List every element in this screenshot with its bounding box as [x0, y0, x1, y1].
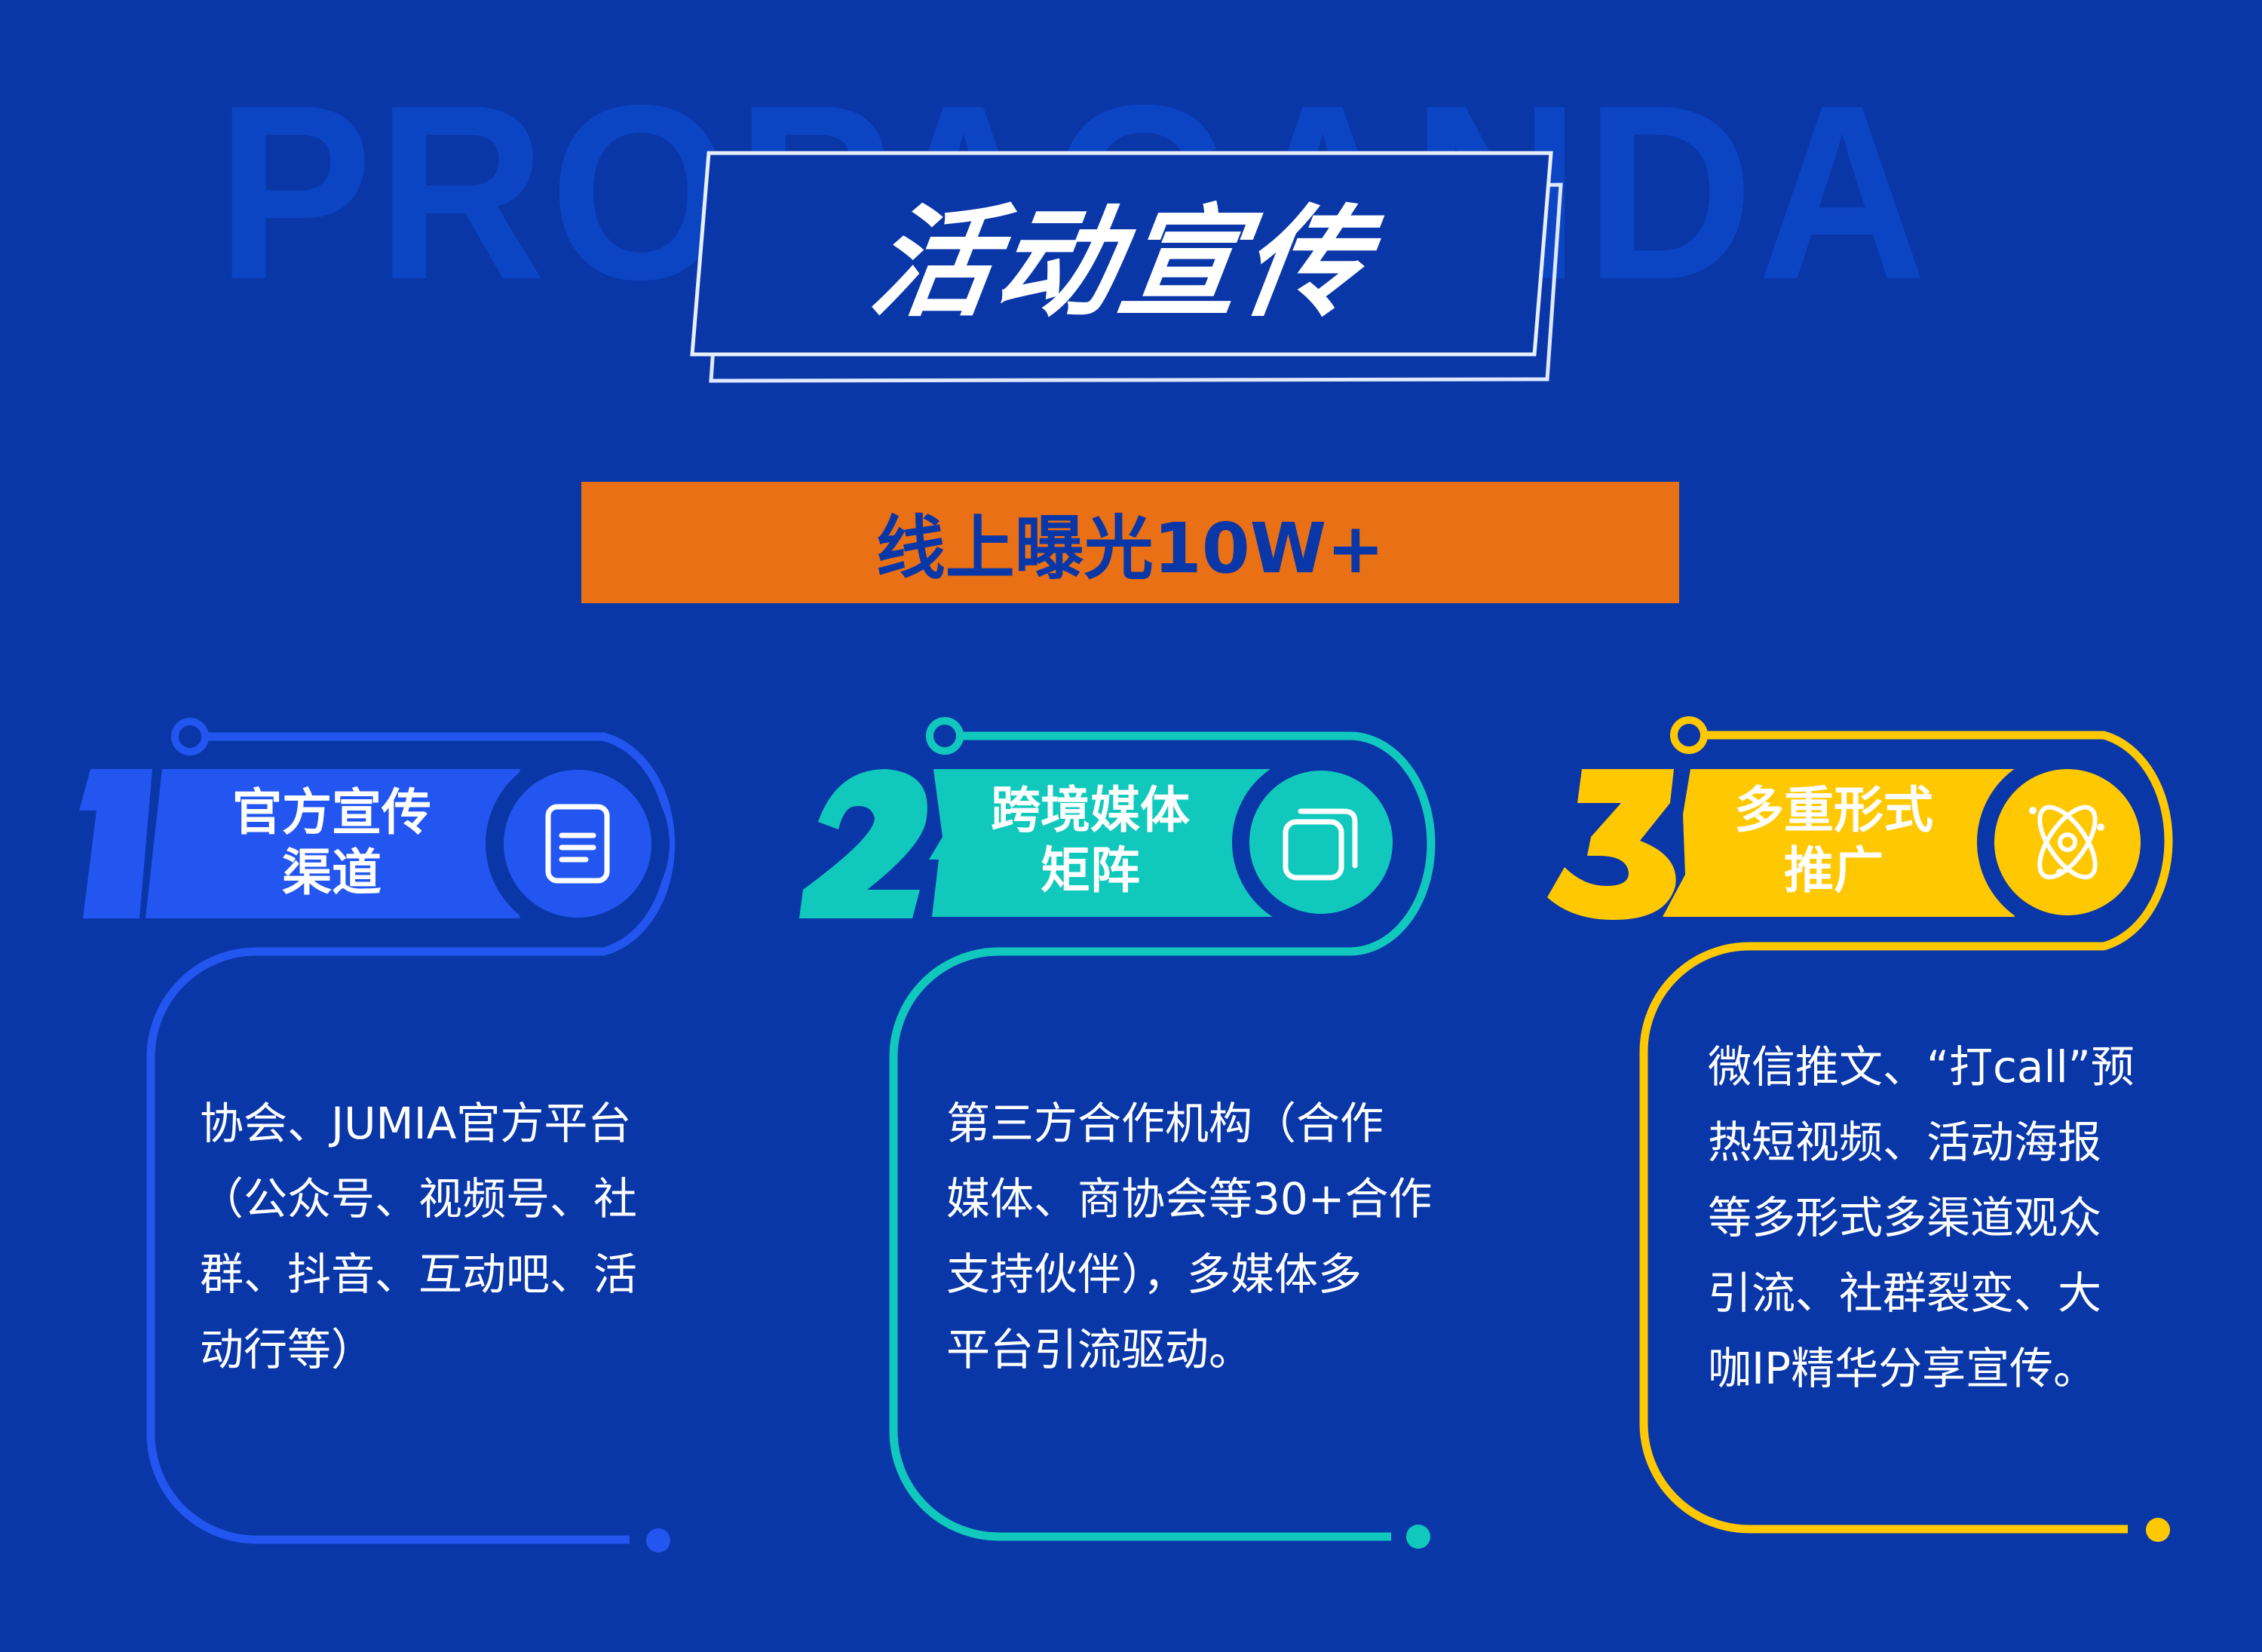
card-2-frame: [799, 717, 1436, 1549]
page-title: 活动宣传: [863, 192, 1378, 333]
card-1-body: 协会、JUMIA官方平台 （公众号、视频号、社 群、抖音、互动吧、活 动行等）: [200, 1098, 638, 1375]
card-1-frame: [79, 718, 676, 1552]
card-3-heading: 多重形式 推广: [1734, 781, 1933, 900]
title-front-frame: [690, 151, 1553, 357]
document-icon: [525, 791, 630, 896]
card-3-body: 微信推文、“打call”预 热短视频、活动海报 等多形式多渠道观众 引流、社群裂…: [1708, 1041, 2135, 1394]
card-1-heading: 官方宣传 渠道: [232, 783, 431, 902]
card-2-body: 第三方合作机构（合作 媒体、商协会等30+合作 支持伙伴），多媒体多 平台引流驱…: [946, 1098, 1433, 1375]
card-3-frame: [1547, 716, 2173, 1542]
exposure-banner: 线上曝光10W+: [581, 482, 1679, 603]
exposure-banner-text: 线上曝光10W+: [875, 508, 1385, 589]
copy-icon: [1268, 789, 1374, 895]
card-2-heading: 跨境媒体 矩阵: [991, 781, 1190, 900]
atom-icon: [2015, 789, 2120, 895]
